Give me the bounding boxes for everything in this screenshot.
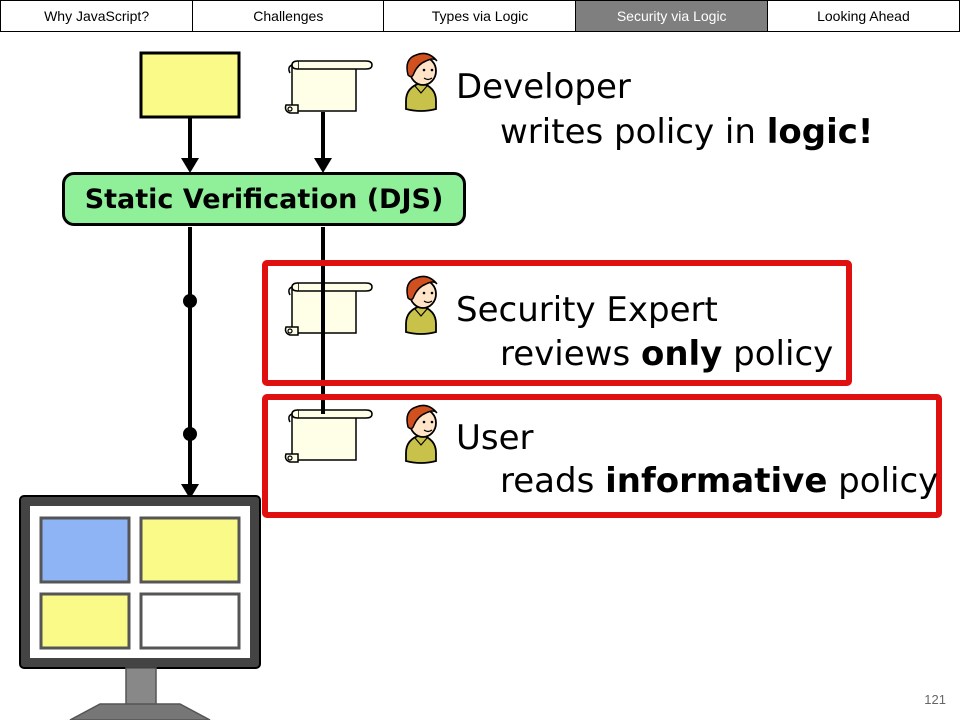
static-verification-box: Static Verification (DJS) [62, 172, 466, 226]
developer-avatar [405, 52, 438, 112]
user-highlight-box [262, 394, 942, 518]
expert-highlight-box [262, 260, 852, 386]
static-verification-label: Static Verification (DJS) [84, 183, 444, 215]
expert-desc: reviews only policy [500, 334, 834, 374]
tab-security-via-logic[interactable]: Security via Logic [575, 0, 769, 32]
user-role: User [456, 418, 534, 458]
developer-desc: writes policy in logic! [500, 112, 874, 152]
tab-looking-ahead[interactable]: Looking Ahead [766, 0, 960, 32]
expert-role: Security Expert [456, 290, 718, 330]
tab-challenges[interactable]: Challenges [191, 0, 385, 32]
tab-why-javascript[interactable]: Why JavaScript? [0, 0, 194, 32]
section-nav: Why JavaScript? Challenges Types via Log… [0, 0, 960, 32]
arrow-code-to-verify [181, 118, 199, 173]
developer-role: Developer [456, 67, 631, 107]
monitor-icon [19, 495, 261, 720]
user-desc: reads informative policy [500, 461, 939, 501]
policy-scroll-developer [284, 60, 373, 114]
code-box [139, 51, 241, 119]
tab-types-via-logic[interactable]: Types via Logic [383, 0, 577, 32]
arrow-code-to-screen [181, 227, 199, 499]
page-number: 121 [924, 692, 946, 707]
arrow-policy-to-verify [314, 112, 332, 173]
